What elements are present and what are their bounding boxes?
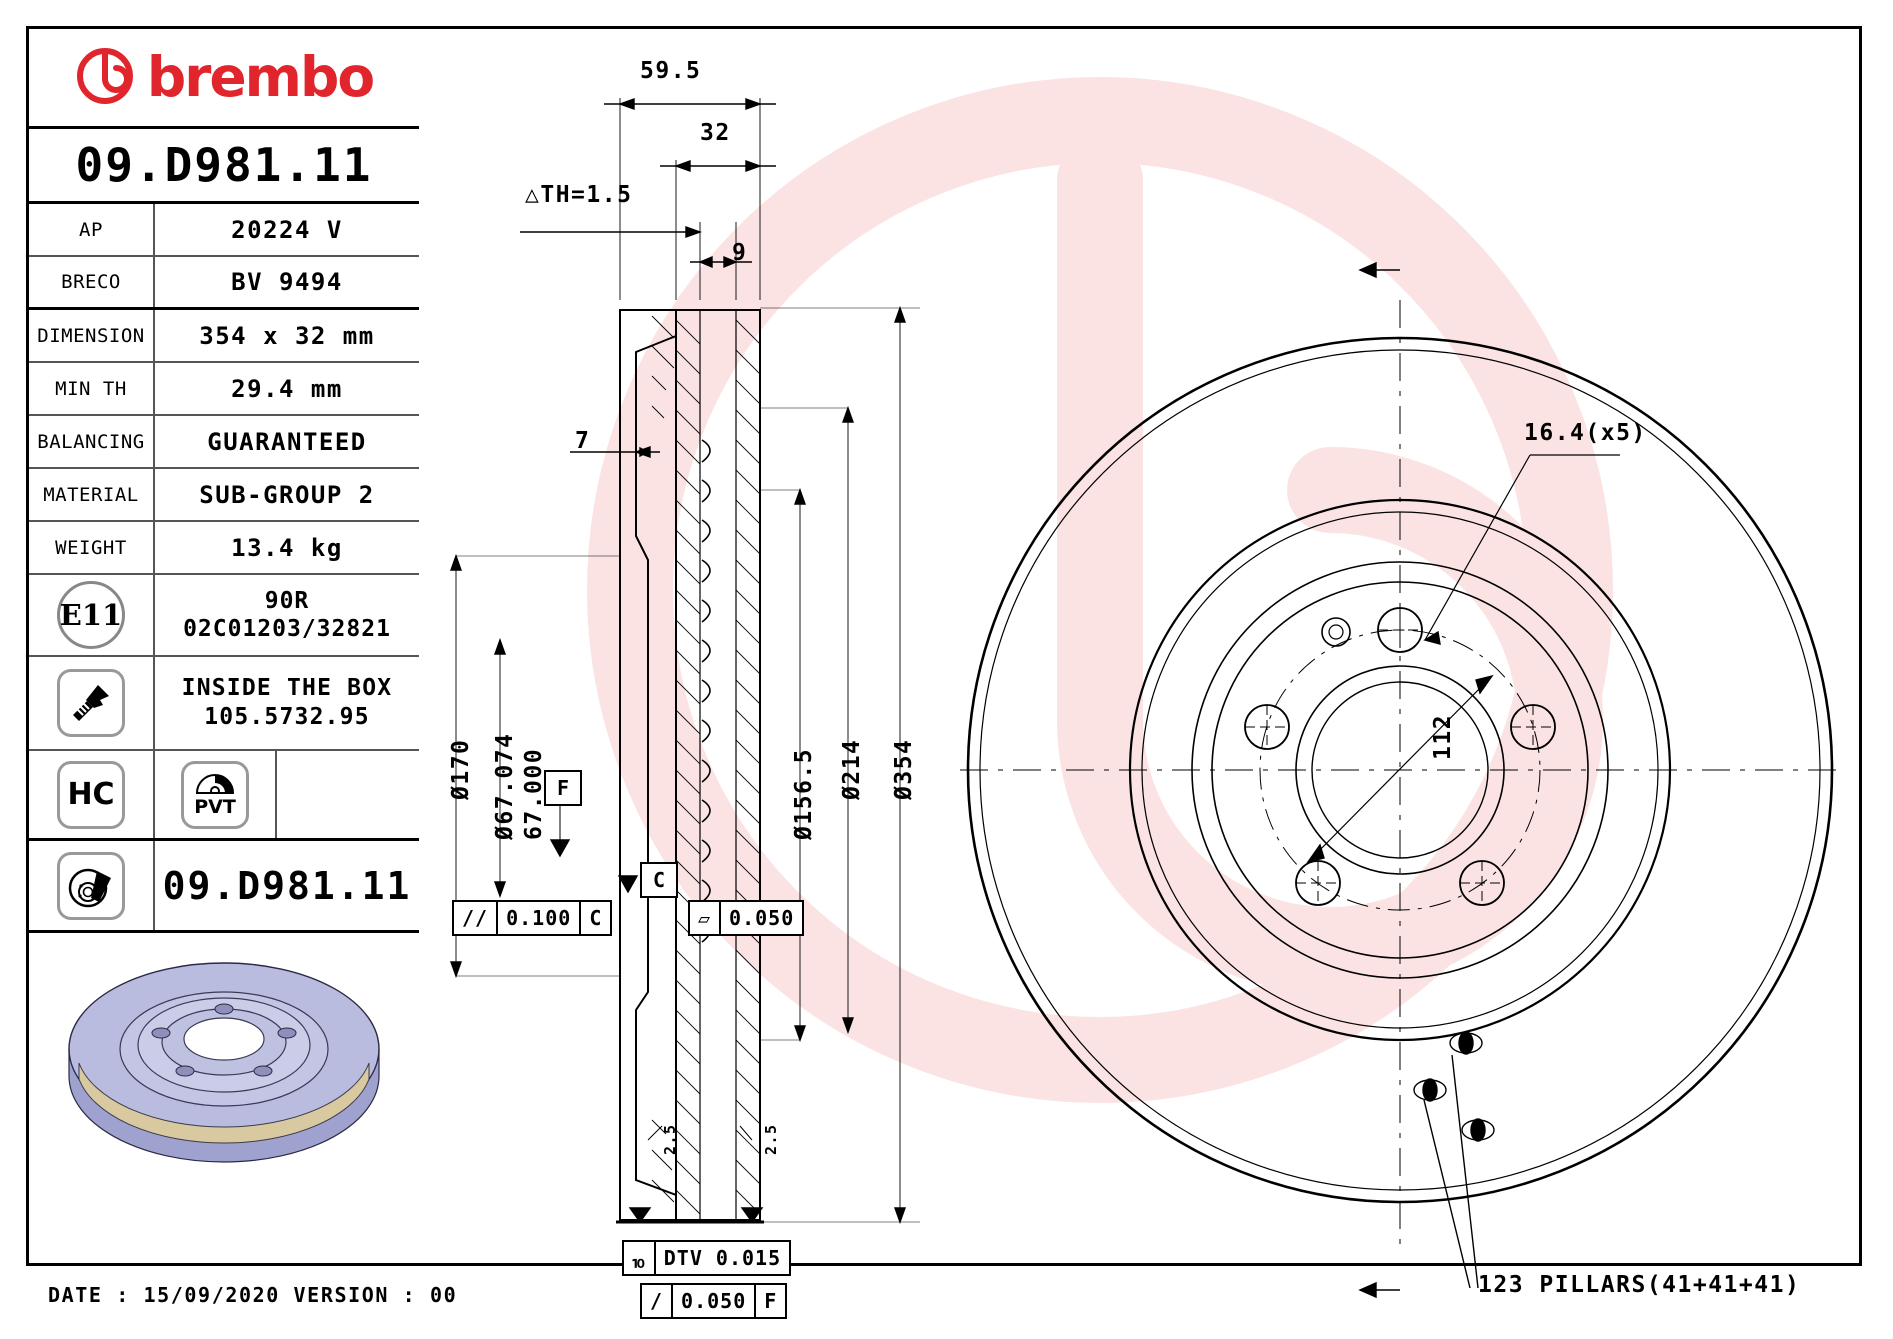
hc-badge-cell: HC <box>29 751 155 838</box>
spec-table: brembo 09.D981.11 AP 20224 V BRECO BV 94… <box>29 29 419 1263</box>
row-value: SUB-GROUP 2 <box>199 480 375 509</box>
dim-th-tolerance: △TH=1.5 <box>525 182 633 208</box>
gdt-parallelism: // 0.100 C <box>452 900 613 936</box>
inside-box-value: INSIDE THE BOX 105.5732.95 <box>155 657 419 749</box>
row-value: 29.4 mm <box>231 374 343 403</box>
brake-disc-pad-icon-cell <box>29 841 155 930</box>
gdt-datum: F <box>754 1285 785 1317</box>
gdt-symbol: ▱ <box>698 906 712 930</box>
row-value: BV 9494 <box>231 268 343 296</box>
dim-chamfer-right: 2.5 <box>762 1123 780 1155</box>
dim-mid-diameter: Ø214 <box>839 738 865 800</box>
dim-hat-thickness: 7 <box>575 428 591 454</box>
hc-badge: HC <box>57 760 125 829</box>
row-key: WEIGHT <box>29 522 155 573</box>
gdt-dtv: ⏨ DTV 0.015 <box>622 1240 792 1276</box>
e11-badge-cell: E11 <box>29 575 155 655</box>
row-key: BRECO <box>29 257 155 307</box>
gdt-tolerance: 0.100 <box>496 902 579 934</box>
pvt-label: PVT <box>194 795 236 818</box>
dim-overall-width: 59.5 <box>640 58 702 84</box>
row-key: BALANCING <box>29 416 155 467</box>
inside-box-line2: 105.5732.95 <box>204 704 370 730</box>
row-value: GUARANTEED <box>207 427 367 456</box>
row-value: 20224 V <box>231 215 343 244</box>
note-pillars: 123 PILLARS(41+41+41) <box>1478 1272 1801 1298</box>
gdt-symbol: / <box>650 1289 664 1313</box>
badges-empty-cell <box>277 751 419 838</box>
row-value: 354 x 32 mm <box>199 321 375 350</box>
dim-outer-diameter: Ø354 <box>891 738 917 800</box>
brand-logo-row: brembo <box>29 29 419 129</box>
gdt-symbol: ⏨ <box>632 1246 646 1270</box>
dim-hub-outer-diameter: Ø170 <box>448 738 474 800</box>
dim-disc-width: 32 <box>700 120 731 146</box>
datum-c: C <box>640 862 678 898</box>
gdt-tolerance: DTV 0.015 <box>653 1242 789 1274</box>
table-row: BALANCING GUARANTEED <box>29 416 419 469</box>
disc-code-row: 09.D981.11 <box>29 841 419 933</box>
table-row: MIN TH 29.4 mm <box>29 363 419 416</box>
inside-box-line1: INSIDE THE BOX <box>181 675 393 702</box>
gdt-flatness: ▱ 0.050 <box>688 900 805 936</box>
homologation-line2: 02C01203/32821 <box>183 616 391 642</box>
disc-photo-row <box>29 933 419 1183</box>
homologation-value: 90R 02C01203/32821 <box>155 575 419 655</box>
homologation-row: E11 90R 02C01203/32821 <box>29 575 419 657</box>
brake-disc-3d-render <box>49 941 399 1175</box>
gdt-datum: C <box>579 902 610 934</box>
badges-row: HC PVT <box>29 751 419 841</box>
note-pcd: 112 <box>1430 713 1456 760</box>
table-row: BRECO BV 9494 <box>29 257 419 310</box>
row-key: AP <box>29 204 155 255</box>
inside-box-row: INSIDE THE BOX 105.5732.95 <box>29 657 419 751</box>
table-row: AP 20224 V <box>29 204 419 257</box>
datum-f: F <box>544 770 582 806</box>
row-key: DIMENSION <box>29 310 155 361</box>
table-row: MATERIAL SUB-GROUP 2 <box>29 469 419 522</box>
gdt-tolerance: 0.050 <box>719 902 802 934</box>
row-key: MIN TH <box>29 363 155 414</box>
pvt-badge: PVT <box>181 760 249 829</box>
homologation-line1: 90R <box>264 587 310 614</box>
table-row: DIMENSION 354 x 32 mm <box>29 310 419 363</box>
dim-bore-max: Ø67.074 <box>492 732 518 840</box>
dim-inner-diameter: Ø156.5 <box>791 747 817 840</box>
table-row: WEIGHT 13.4 kg <box>29 522 419 575</box>
screw-icon <box>57 669 125 737</box>
row-key: MATERIAL <box>29 469 155 520</box>
row-value: 13.4 kg <box>231 533 343 562</box>
part-code-header: 09.D981.11 <box>29 129 419 204</box>
gdt-runout: / 0.050 F <box>640 1283 788 1319</box>
footer-date: DATE : 15/09/2020 VERSION : 00 <box>48 1283 458 1307</box>
pvt-badge-cell: PVT <box>155 751 277 838</box>
brembo-b-logo-icon <box>75 46 135 110</box>
part-code-value: 09.D981.11 <box>75 138 373 192</box>
e11-badge: E11 <box>57 581 125 649</box>
brand-name: brembo <box>146 45 375 109</box>
gdt-symbol: // <box>462 906 489 930</box>
pvt-disc-icon <box>195 772 235 798</box>
drawing-frame <box>26 26 1862 1266</box>
dim-chamfer-left: 2.5 <box>661 1123 679 1155</box>
screw-icon-cell <box>29 657 155 749</box>
disc-code-value: 09.D981.11 <box>162 863 412 908</box>
gdt-tolerance: 0.050 <box>671 1285 754 1317</box>
dim-vane-gap: 9 <box>732 240 748 266</box>
note-bolt-hole: 16.4(x5) <box>1524 420 1647 446</box>
brake-disc-pad-icon <box>57 851 125 920</box>
